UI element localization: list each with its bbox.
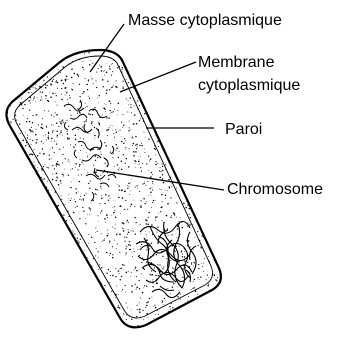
bacterial-cell [0,44,230,335]
label-chromosome: Chromosome [227,181,323,198]
label-membrane-line1: Membrane [198,54,275,71]
label-paroi: Paroi [225,121,262,138]
cell-wall [6,50,220,327]
leader-membrane [120,62,196,92]
label-masse-cytoplasmique: Masse cytoplasmique [128,12,282,29]
label-membrane-line2: cytoplasmique [198,77,300,94]
